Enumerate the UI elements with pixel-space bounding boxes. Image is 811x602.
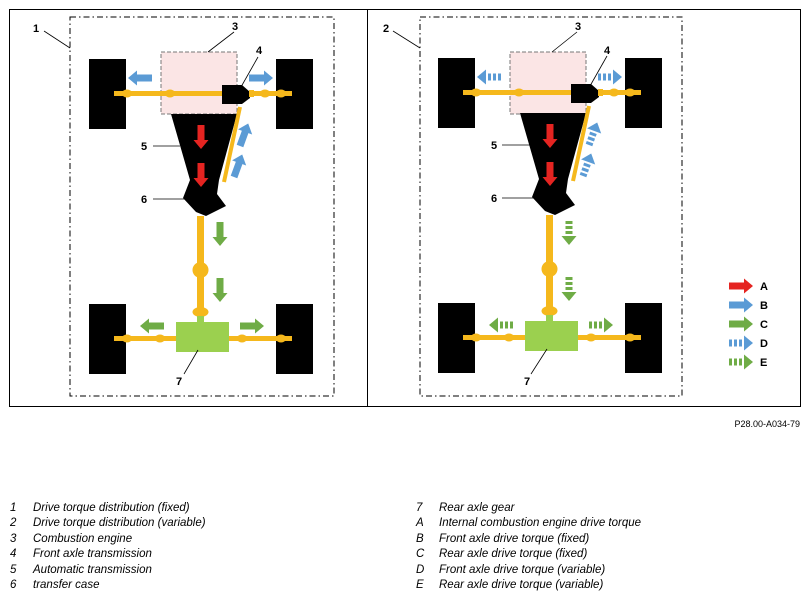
callouts	[43, 30, 608, 375]
front-prop-shaft	[222, 106, 242, 183]
arrow-rear-torque-fixed	[212, 222, 228, 246]
callout-1: 1	[33, 23, 39, 35]
rear-prop-shaft	[192, 216, 209, 317]
callout-5: 5	[141, 141, 147, 153]
figure-reference: P28.00-A034-79	[734, 419, 800, 429]
callout-6: 6	[491, 193, 497, 205]
legend-label-c: C	[760, 319, 768, 331]
legend-label-e: E	[760, 357, 767, 369]
rear-prop-shaft	[541, 215, 558, 316]
legend-arrow-c	[729, 316, 753, 332]
rear-axle-gear	[525, 321, 578, 351]
combustion-engine	[509, 51, 587, 115]
front-axle-transmission	[571, 84, 599, 103]
callout-7: 7	[176, 376, 182, 388]
callout-7: 7	[524, 376, 530, 388]
combustion-engine	[160, 51, 238, 115]
legend-arrow-d	[729, 335, 753, 351]
callout-3: 3	[575, 21, 581, 33]
front-axle-shaft	[114, 89, 292, 98]
arrow-rear-torque-variable	[561, 277, 577, 301]
rear-axle-gear	[176, 322, 229, 352]
front-axle-shaft	[463, 88, 641, 97]
arrow-rear-torque-variable	[561, 221, 577, 245]
legend-label-a: A	[760, 281, 768, 293]
vehicle-outline	[69, 16, 335, 397]
callout-2: 2	[383, 23, 389, 35]
callout-5: 5	[491, 140, 497, 152]
arrow-rear-torque-fixed	[240, 318, 264, 334]
legend-arrow-e	[729, 354, 753, 370]
front-axle-transmission	[222, 85, 250, 104]
panel-fixed	[69, 16, 335, 397]
arrow-rear-torque-variable	[489, 317, 513, 333]
arrow-front-torque-fixed	[249, 70, 273, 86]
legend-label-d: D	[760, 338, 768, 350]
callout-4: 4	[256, 45, 263, 57]
legend-arrow-b	[729, 297, 753, 313]
arrow-rear-torque-variable	[589, 317, 613, 333]
legend: A B C D E	[729, 278, 768, 370]
arrow-front-torque-variable	[598, 69, 622, 85]
callout-4: 4	[604, 45, 611, 57]
arrow-rear-torque-fixed	[212, 278, 228, 302]
callout-6: 6	[141, 194, 147, 206]
legend-arrow-a	[729, 278, 753, 294]
callout-3: 3	[232, 21, 238, 33]
vehicle-outline	[419, 16, 683, 397]
arrow-rear-torque-fixed	[140, 318, 164, 334]
panel-variable	[419, 16, 683, 397]
arrow-front-torque-variable	[477, 69, 501, 85]
outer-frame	[9, 9, 801, 407]
legend-label-b: B	[760, 300, 768, 312]
front-prop-shaft	[571, 105, 591, 182]
arrow-front-torque-fixed	[128, 70, 152, 86]
